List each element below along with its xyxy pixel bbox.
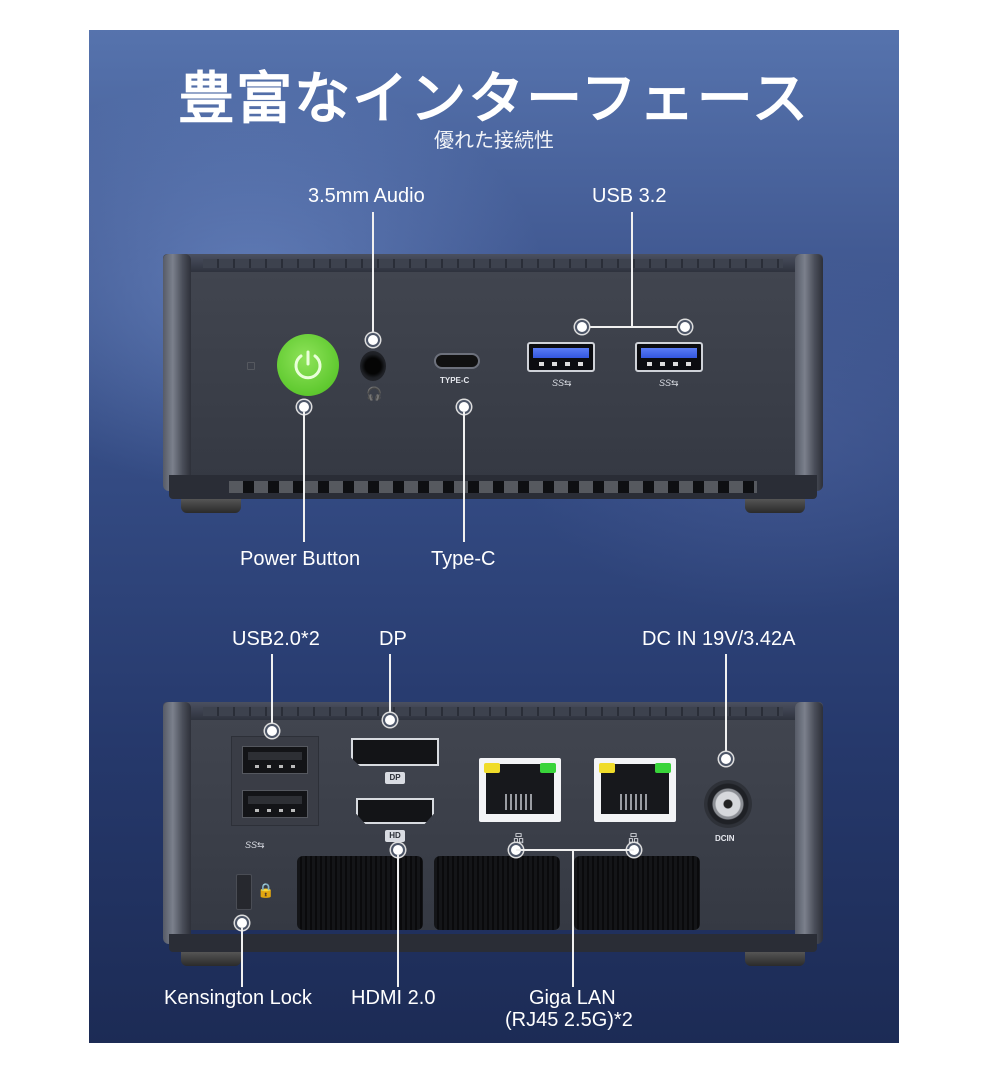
callout-line-usb32-horizontal	[582, 326, 684, 328]
type-c-marking: TYPE-C	[440, 376, 470, 385]
device-top-edge	[163, 702, 823, 722]
network-icon: 品	[628, 833, 639, 845]
callout-line-power	[303, 412, 305, 542]
device-bottom-edge	[169, 934, 817, 952]
superspeed-usb-icon: SS⇆	[552, 378, 572, 388]
callout-line-dcin	[725, 654, 727, 754]
device-foot	[745, 952, 805, 966]
callout-line-usb20	[271, 654, 273, 728]
device-top-edge	[163, 254, 823, 274]
device-front-face	[177, 272, 809, 477]
audio-jack-port	[360, 351, 386, 381]
usb32-port-1	[527, 342, 595, 372]
headphone-icon: 🎧	[366, 386, 383, 401]
device-foot	[745, 499, 805, 513]
page-title: 豊富なインターフェース	[178, 67, 810, 132]
superspeed-usb-icon: SS⇆	[659, 378, 679, 388]
status-led	[247, 362, 255, 370]
vent-grille-2	[434, 856, 560, 930]
lan-port-2	[594, 758, 676, 822]
callout-usb32-label: USB 3.2	[592, 185, 667, 207]
hdmi-port	[356, 798, 434, 824]
device-bottom-edge	[169, 475, 817, 499]
hdmi-badge: HD	[385, 830, 405, 842]
callout-hdmi-label: HDMI 2.0	[351, 987, 436, 1009]
callout-dot-dp	[385, 715, 395, 725]
lan-activity-led	[484, 763, 500, 773]
callout-dot-usb20	[267, 726, 277, 736]
callout-line-lan-horizontal	[516, 849, 634, 851]
power-icon	[294, 350, 322, 380]
usb20-port-1	[242, 746, 308, 774]
lan-activity-led	[599, 763, 615, 773]
callout-line-lan	[572, 849, 574, 987]
callout-line-audio	[372, 212, 374, 340]
network-icon: 品	[513, 833, 524, 845]
callout-power-label: Power Button	[240, 548, 361, 570]
callout-dot-lan-2	[629, 845, 639, 855]
product-infographic-panel: 豊富なインターフェース 優れた接続性 3.5mm Audio USB 3.2 🎧…	[89, 30, 899, 1043]
kensington-lock-slot	[236, 874, 252, 910]
power-button	[277, 334, 339, 396]
callout-usb20-label: USB2.0*2	[232, 628, 320, 650]
lan-link-led	[655, 763, 671, 773]
usb32-port-2	[635, 342, 703, 372]
callout-dot-audio	[368, 335, 378, 345]
dp-badge: DP	[385, 772, 405, 784]
callout-type-c-label: Type-C	[431, 548, 496, 570]
callout-dot-usb32-2	[680, 322, 690, 332]
callout-lan-label-line2: (RJ45 2.5G)*2	[505, 1009, 633, 1031]
front-device: 🎧 TYPE-C SS⇆ SS⇆	[163, 254, 823, 513]
callout-dot-power	[299, 402, 309, 412]
device-right-cap	[795, 702, 823, 944]
vent-grille-1	[297, 856, 423, 930]
callout-line-dp	[389, 654, 391, 716]
usb20-port-2	[242, 790, 308, 818]
callout-dot-kensington	[237, 918, 247, 928]
lan-port-1	[479, 758, 561, 822]
callout-dot-dcin	[721, 754, 731, 764]
lan-link-led	[540, 763, 556, 773]
callout-line-kensington	[241, 928, 243, 987]
lock-icon: 🔒	[257, 882, 275, 898]
device-foot	[181, 499, 241, 513]
displayport-port	[351, 738, 439, 766]
dcin-marking: DCIN	[715, 834, 735, 843]
callout-dot-usb32-1	[577, 322, 587, 332]
callout-audio-label: 3.5mm Audio	[308, 185, 425, 207]
rear-device: SS⇆ DP HD 品 品 DCIN 🔒	[163, 702, 823, 966]
device-left-cap	[163, 702, 191, 944]
device-left-cap	[163, 254, 191, 491]
superspeed-usb-icon: SS⇆	[245, 840, 265, 850]
callout-dot-type-c	[459, 402, 469, 412]
callout-dcin-label: DC IN 19V/3.42A	[642, 628, 796, 650]
vent-grille-3	[574, 856, 700, 930]
page-subtitle: 優れた接続性	[434, 128, 554, 152]
dc-in-port	[704, 780, 752, 828]
device-foot	[181, 952, 241, 966]
callout-line-usb32	[631, 212, 633, 326]
callout-kensington-label: Kensington Lock	[164, 987, 312, 1009]
callout-dot-hdmi	[393, 845, 403, 855]
type-c-port	[434, 353, 480, 369]
usb20-port-frame	[231, 736, 319, 826]
callout-line-type-c	[463, 412, 465, 542]
callout-lan-label-line1: Giga LAN	[529, 987, 616, 1009]
device-right-cap	[795, 254, 823, 491]
callout-dp-label: DP	[379, 628, 407, 650]
callout-line-hdmi	[397, 855, 399, 987]
